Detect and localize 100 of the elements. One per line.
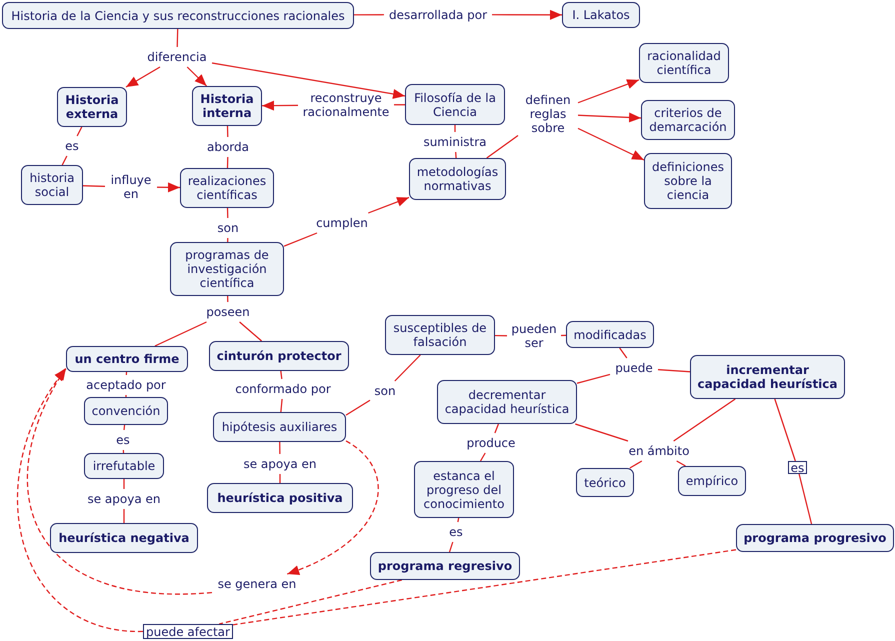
linking-phrase: es — [788, 461, 807, 474]
concept-box: Historia interna — [192, 86, 262, 126]
concept-box: Filosofía de la Ciencia — [405, 84, 505, 125]
arrow — [578, 79, 640, 104]
linking-phrase: son — [215, 220, 241, 236]
linking-phrase: se genera en — [214, 576, 300, 592]
connector-line — [630, 460, 642, 469]
connector-line — [176, 28, 178, 48]
linking-phrase: suministra — [421, 134, 489, 150]
concept-box: historia social — [21, 165, 83, 205]
dashed-arrow — [17, 368, 144, 632]
concept-box: heurística negativa — [50, 523, 198, 553]
dashed-arrow — [287, 440, 379, 575]
connector-line — [284, 232, 318, 247]
connector-line — [226, 156, 228, 168]
concept-box: programas de investigación científica — [170, 242, 284, 296]
arrow — [157, 182, 180, 192]
connector-line — [798, 474, 812, 524]
linking-phrase: es — [446, 524, 466, 540]
linking-phrase: aceptado por — [82, 377, 170, 393]
connector-line — [346, 400, 370, 416]
arrow — [186, 66, 208, 86]
concept-box: Historia de la Ciencia y sus reconstrucciones racionales — [2, 2, 354, 29]
connector-line — [239, 322, 262, 342]
concept-box: cinturón protector — [209, 341, 349, 371]
concept-box: teórico — [576, 468, 634, 497]
connector-line — [448, 542, 454, 552]
dashed-connector-line — [219, 579, 402, 625]
connector-line — [576, 374, 610, 384]
connector-line — [455, 152, 457, 158]
concept-box: modificadas — [566, 321, 654, 348]
connector-line — [619, 348, 628, 358]
concept-box: hipótesis auxiliares — [213, 412, 346, 442]
arrow — [212, 62, 406, 99]
connector-line — [575, 423, 628, 442]
concept-box: convención — [84, 397, 168, 425]
connector-line — [62, 156, 68, 166]
linking-phrase: produce — [463, 435, 519, 451]
concept-box: definiciones sobre la ciencia — [644, 153, 732, 209]
connector-line — [280, 370, 282, 380]
connector-line — [226, 208, 228, 218]
arrow — [578, 112, 642, 122]
concept-box: irrefutable — [84, 453, 164, 479]
linking-phrase: diferencia — [144, 49, 210, 65]
linking-phrase: definen reglas sobre — [520, 92, 576, 136]
connector-line — [123, 424, 126, 430]
concept-box: un centro firme — [66, 346, 188, 372]
linking-phrase: es — [113, 432, 133, 448]
linking-phrase: se apoya en — [84, 491, 164, 507]
dashed-arrow — [26, 368, 212, 594]
concept-box: racionalidad científica — [639, 43, 729, 83]
linking-phrase: pueden ser — [509, 321, 559, 351]
concept-box: decrementar capacidad heurística — [437, 380, 577, 424]
connector-line — [226, 126, 228, 138]
connector-line — [123, 479, 125, 489]
linking-phrase: en ámbito — [625, 443, 693, 459]
connector-line — [279, 442, 280, 454]
connector-line — [154, 321, 207, 347]
concept-box: incrementar capacidad heurística — [690, 355, 845, 399]
connector-line — [658, 369, 690, 372]
arrow — [262, 100, 298, 111]
concept-box: susceptibles de falsación — [385, 315, 495, 355]
connector-line — [280, 398, 283, 412]
connector-line — [494, 424, 499, 434]
linking-phrase: son — [372, 383, 398, 399]
connector-line — [76, 126, 82, 136]
concept-box: programa regresivo — [370, 552, 520, 580]
dashed-connector-line — [232, 549, 736, 626]
connector-line — [774, 398, 796, 462]
connector-line — [673, 398, 736, 442]
concept-box: I. Lakatos — [562, 2, 640, 28]
arrow — [126, 66, 160, 88]
linking-phrase: es — [62, 138, 82, 154]
connector-line — [123, 509, 125, 523]
connector-line — [394, 104, 405, 106]
connector-line — [676, 460, 686, 467]
concept-box: metodologías normativas — [409, 158, 506, 200]
concept-box: criterios de demarcación — [641, 100, 735, 140]
linking-phrase: cumplen — [314, 215, 370, 231]
arrow — [368, 196, 410, 214]
linking-phrase: aborda — [205, 139, 251, 155]
concept-box: realizaciones científicas — [180, 168, 274, 208]
concept-box: Historia externa — [57, 87, 127, 127]
connector-line — [394, 354, 421, 382]
linking-phrase: reconstruye racionalmente — [300, 89, 392, 121]
linking-phrase: puede afectar — [143, 624, 233, 639]
connector-line — [457, 518, 460, 522]
connector-line — [354, 14, 384, 16]
connector-line — [480, 452, 486, 462]
concept-box: empírico — [678, 466, 746, 496]
connector-line — [227, 296, 228, 302]
connector-line — [227, 238, 228, 242]
linking-phrase: influye en — [107, 171, 155, 203]
linking-phrase: se apoya en — [240, 456, 320, 472]
connector-line — [486, 135, 518, 158]
concept-box: estanca el progreso del conocimiento — [414, 461, 514, 518]
connector-line — [495, 334, 507, 336]
concept-box: heurística positiva — [207, 483, 353, 513]
linking-phrase: conformado por — [231, 381, 335, 397]
arrow — [578, 128, 644, 160]
